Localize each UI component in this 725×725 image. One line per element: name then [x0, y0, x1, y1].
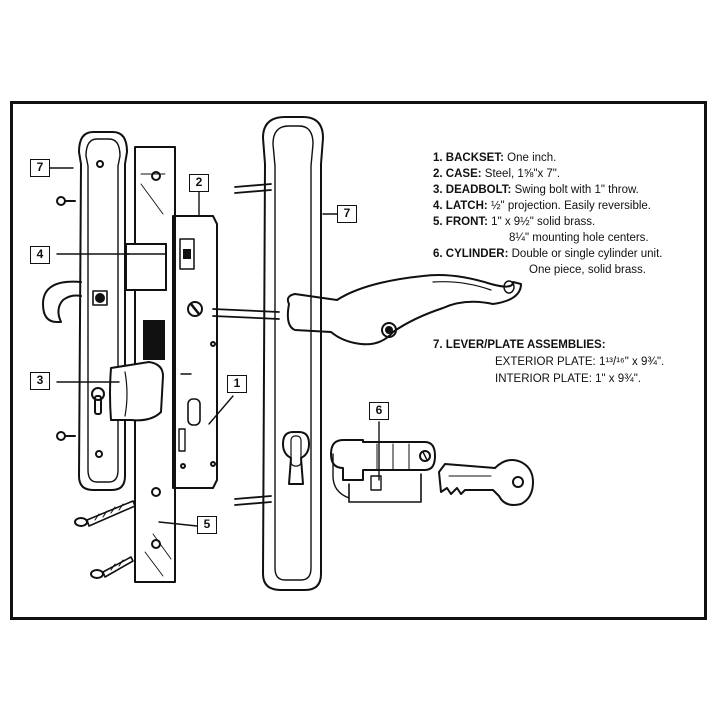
spec-latch: 4. LATCH: ½" projection. Easily reversib…: [433, 200, 651, 212]
front-plate: [125, 146, 176, 583]
spec-interior-plate: INTERIOR PLATE: 1" x 9¾".: [495, 373, 641, 385]
plate-screws: [56, 196, 76, 441]
callout-5-front: 5: [197, 516, 217, 534]
callout-3-deadbolt: 3: [30, 372, 50, 390]
spec-lever-plate: 7. LEVER/PLATE ASSEMBLIES:: [433, 339, 606, 351]
spec-backset: 1. BACKSET: One inch.: [433, 152, 557, 164]
spec-deadbolt: 3. DEADBOLT: Swing bolt with 1" throw.: [433, 184, 639, 196]
callout-6-cylinder: 6: [369, 402, 389, 420]
callout-1-backset: 1: [227, 375, 247, 393]
spec-case: 2. CASE: Steel, 1⅝"x 7".: [433, 168, 561, 180]
exterior-lever: [286, 274, 522, 346]
leader-lines: [49, 167, 380, 527]
euro-cylinder: [330, 439, 436, 503]
exterior-plate: [262, 116, 324, 591]
spec-exterior-plate: EXTERIOR PLATE: 1¹³/¹⁶" x 9¾".: [495, 356, 665, 368]
spec-front: 5. FRONT: 1" x 9½" solid brass.: [433, 216, 596, 228]
spec-front-continued: 8¼" mounting hole centers.: [509, 232, 649, 244]
callout-4-latch: 4: [30, 246, 50, 264]
callout-7-exterior: 7: [337, 205, 357, 223]
deadbolt: [109, 361, 164, 422]
spec-cylinder-continued: One piece, solid brass.: [529, 264, 646, 276]
mortise-case: [172, 215, 218, 489]
wood-screws: [74, 500, 136, 579]
callout-2-case: 2: [189, 174, 209, 192]
lock-exploded-view: [42, 116, 534, 591]
callout-7-interior: 7: [30, 159, 50, 177]
spec-cylinder: 6. CYLINDER: Double or single cylinder u…: [433, 248, 663, 260]
spindles: [212, 183, 280, 506]
diagram-frame: 7 2 7 4 1 3 6 5 1. BACKSET: One inch. 2.…: [10, 101, 707, 620]
interior-lever: [42, 280, 82, 323]
key: [438, 459, 534, 506]
interior-plate: [78, 131, 128, 491]
